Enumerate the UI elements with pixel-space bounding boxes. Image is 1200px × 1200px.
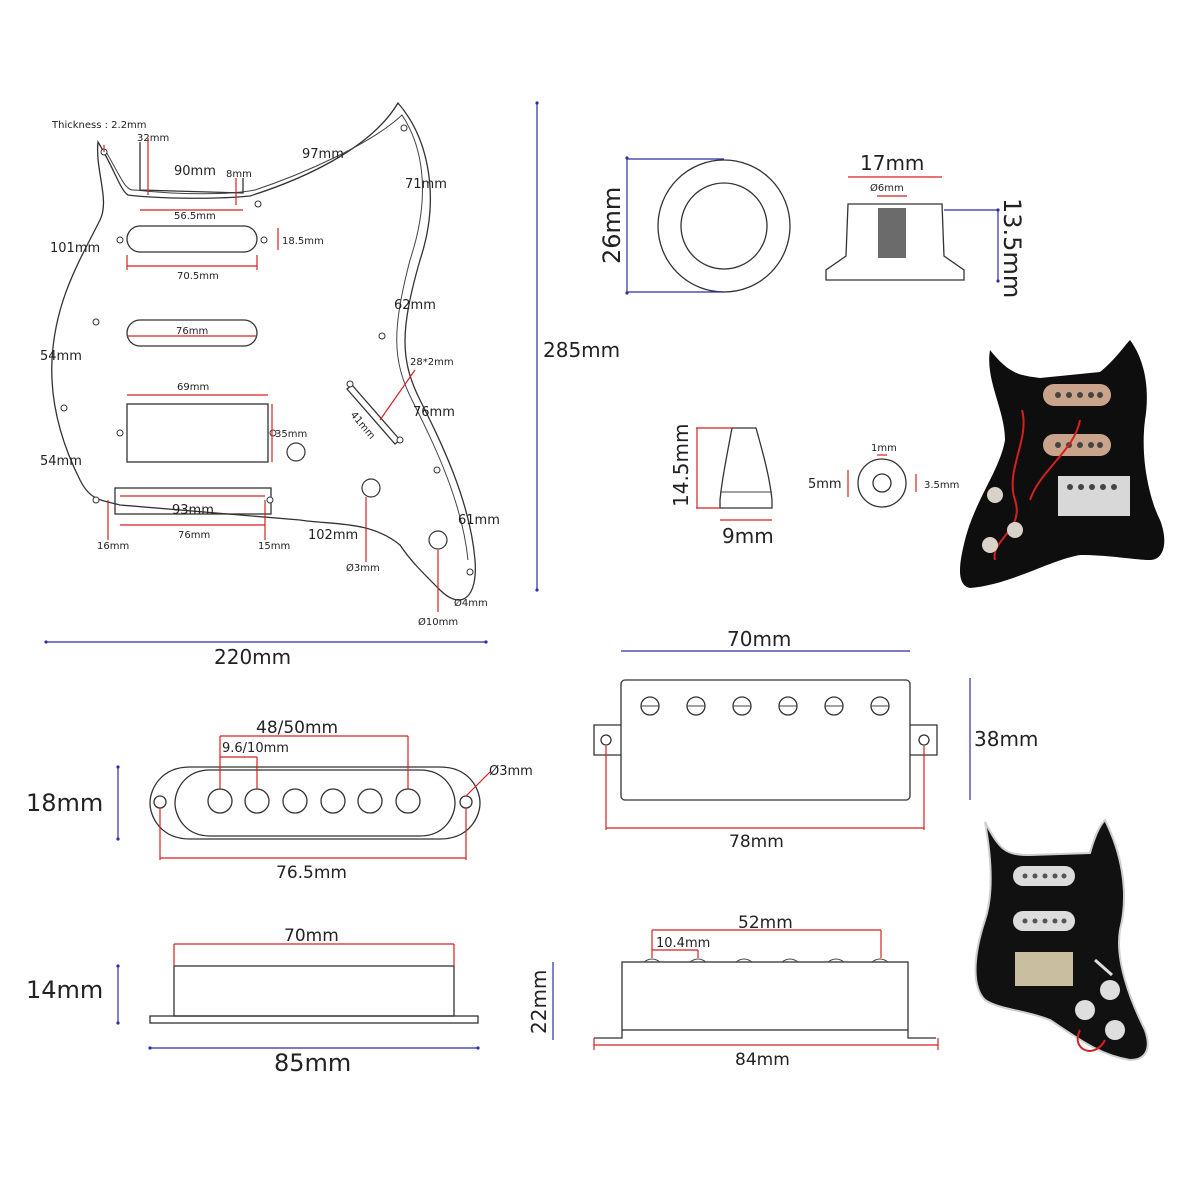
dim-ring-26: 26mm bbox=[598, 187, 626, 264]
pickguard-outline bbox=[51, 101, 476, 601]
dim-71: 71mm bbox=[405, 177, 447, 192]
dim-41: 41mm bbox=[348, 410, 377, 442]
dim-knob-o6: Ø6mm bbox=[870, 182, 904, 194]
dim-54-a: 54mm bbox=[40, 349, 82, 364]
dim-knob-17: 17mm bbox=[860, 151, 924, 175]
dim-35: 35mm bbox=[275, 429, 307, 440]
dim-15: 15mm bbox=[258, 541, 290, 552]
dim-69: 69mm bbox=[177, 382, 209, 393]
nut-inner bbox=[872, 473, 892, 493]
dim-sc-pole: 9.6/10mm bbox=[222, 741, 289, 756]
dim-nut-1: 1mm bbox=[871, 443, 897, 454]
dim-nut-3-5: 3.5mm bbox=[924, 480, 959, 491]
dim-101: 101mm bbox=[50, 241, 100, 256]
dim-hb-38: 38mm bbox=[974, 727, 1038, 751]
dim-61: 61mm bbox=[458, 513, 500, 528]
dim-hside-52: 52mm bbox=[738, 913, 793, 933]
dim-sside-70: 70mm bbox=[284, 926, 339, 946]
dim-tip-9: 9mm bbox=[722, 524, 774, 548]
loaded-pickguard-photo-top bbox=[960, 340, 1165, 588]
dim-70-5: 70.5mm bbox=[177, 271, 219, 282]
dim-32: 32mm bbox=[137, 133, 169, 144]
dim-62: 62mm bbox=[394, 298, 436, 313]
knob-hole-1 bbox=[286, 442, 306, 462]
switch-slot bbox=[346, 384, 401, 445]
dim-nut-5: 5mm bbox=[808, 477, 842, 492]
dim-hside-22: 22mm bbox=[527, 970, 551, 1034]
loaded-pickguard-photo-bottom bbox=[974, 818, 1149, 1062]
pickguard-inner-line bbox=[104, 114, 469, 561]
ring-inner bbox=[680, 182, 768, 270]
screw-holes bbox=[60, 124, 474, 576]
dim-height-285: 285mm bbox=[543, 338, 620, 362]
dim-o4: Ø4mm bbox=[454, 597, 488, 609]
dim-8: 8mm bbox=[226, 169, 252, 180]
dim-sc-18: 18mm bbox=[26, 789, 103, 817]
dim-sside-85: 85mm bbox=[274, 1049, 351, 1077]
dim-56-5: 56.5mm bbox=[174, 211, 216, 222]
ring-outer bbox=[657, 159, 791, 293]
switch-tip-drawing: 14.5mm 9mm bbox=[669, 424, 774, 549]
dim-54-b: 54mm bbox=[40, 454, 82, 469]
single-coil-plate bbox=[149, 766, 481, 840]
dim-tip-14-5: 14.5mm bbox=[669, 424, 693, 508]
dim-sside-14: 14mm bbox=[26, 976, 103, 1004]
knob-shaft-hatch bbox=[878, 208, 906, 258]
dim-width-220: 220mm bbox=[214, 645, 291, 669]
knob-drawing: 17mm Ø6mm 13.5mm bbox=[825, 151, 1026, 298]
middle-pickup-slot bbox=[126, 319, 258, 347]
nut-outer bbox=[857, 458, 907, 508]
humbucker-top-drawing: 70mm 38mm 78mm bbox=[593, 627, 1038, 852]
humbucker-side-drawing: 52mm 10.4mm 22mm 84mm bbox=[527, 913, 939, 1070]
dim-28x2: 28*2mm bbox=[410, 357, 454, 368]
single-side-body bbox=[173, 965, 455, 1017]
thickness-label: Thickness : 2.2mm bbox=[51, 120, 147, 131]
dim-sc-hole: Ø3mm bbox=[489, 764, 533, 779]
dim-90: 90mm bbox=[174, 164, 216, 179]
dim-76-a: 76mm bbox=[176, 326, 208, 337]
dim-97: 97mm bbox=[302, 147, 344, 162]
humbucker-screws bbox=[640, 696, 890, 716]
single-coil-body bbox=[174, 769, 456, 837]
single-side-base bbox=[149, 1015, 479, 1024]
knob-hole-3 bbox=[428, 530, 448, 550]
dim-76-b: 76mm bbox=[413, 405, 455, 420]
dim-o10: Ø10mm bbox=[418, 616, 458, 628]
dim-hb-70: 70mm bbox=[727, 627, 791, 651]
dim-knob-13-5: 13.5mm bbox=[998, 198, 1026, 298]
dim-102: 102mm bbox=[308, 528, 358, 543]
bridge-humbucker-slot bbox=[126, 403, 269, 463]
nut-drawing: 1mm 5mm 3.5mm bbox=[808, 443, 959, 508]
dim-76-c: 76mm bbox=[178, 530, 210, 541]
dim-o3: Ø3mm bbox=[346, 562, 380, 574]
dim-sc-48-50: 48/50mm bbox=[256, 718, 338, 738]
switch-tip-outline bbox=[719, 427, 773, 509]
dim-hb-78: 78mm bbox=[729, 832, 784, 852]
humbucker-mount-tabs bbox=[593, 724, 938, 756]
humbucker-cover bbox=[620, 679, 911, 801]
knob-profile bbox=[825, 203, 965, 281]
dim-93: 93mm bbox=[172, 503, 214, 518]
dim-hside-10-4: 10.4mm bbox=[656, 936, 710, 951]
hb-side-poles bbox=[643, 958, 889, 963]
hb-side-body bbox=[621, 961, 909, 1031]
dim-16: 16mm bbox=[97, 541, 129, 552]
single-coil-top-drawing: 48/50mm 9.6/10mm Ø3mm 18mm 76.5mm bbox=[26, 718, 533, 883]
dim-hside-84: 84mm bbox=[735, 1050, 790, 1070]
knob-hole-2 bbox=[361, 478, 381, 498]
neck-notch bbox=[139, 142, 244, 194]
single-coil-poles bbox=[207, 788, 421, 814]
pickup-ring-drawing: 26mm bbox=[598, 156, 791, 295]
single-coil-side-drawing: 70mm 14mm 85mm bbox=[26, 926, 480, 1077]
neck-pickup-slot bbox=[126, 225, 258, 253]
dim-sc-76-5: 76.5mm bbox=[276, 863, 347, 883]
dim-18-5: 18.5mm bbox=[282, 236, 324, 247]
hb-side-tabs bbox=[594, 1030, 936, 1039]
pickguard-drawing: Thickness : 2.2mm 32mm 90mm 8mm 97mm 71m… bbox=[40, 101, 620, 669]
